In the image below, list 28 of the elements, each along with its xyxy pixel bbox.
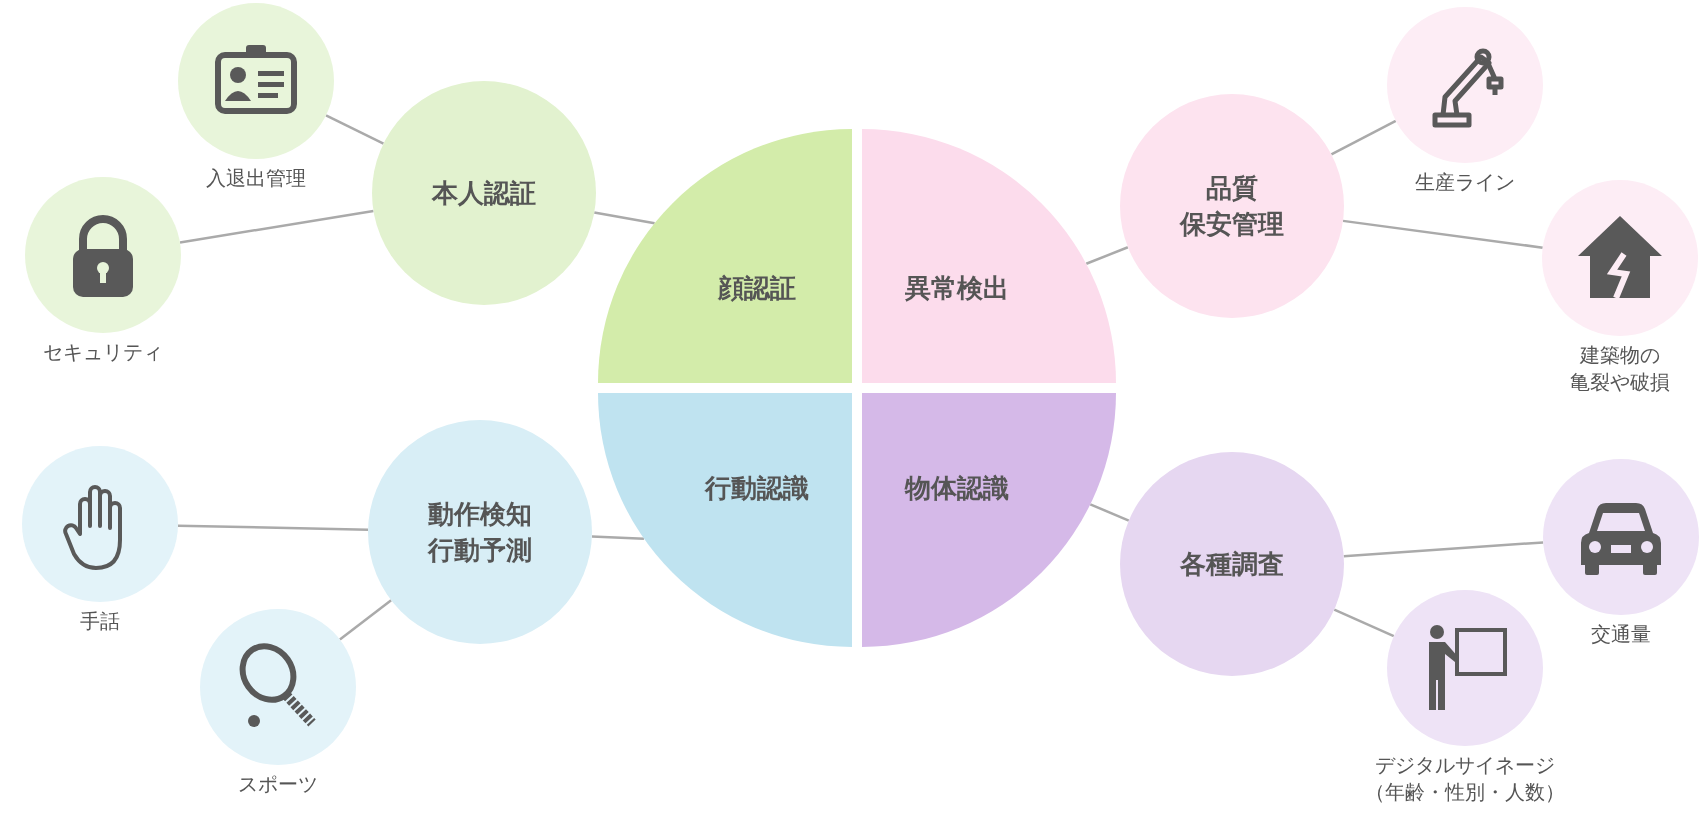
connector-line xyxy=(177,524,369,531)
application-label: 生産ライン xyxy=(1415,169,1515,196)
category-label: 動作検知行動予測 xyxy=(428,497,532,567)
connector-line xyxy=(1089,503,1130,522)
segment-label: 行動認識 xyxy=(705,471,809,505)
category-label: 品質保安管理 xyxy=(1180,171,1284,241)
segment-label: 物体認識 xyxy=(905,471,1009,505)
application-label: スポーツ xyxy=(238,771,318,798)
connector-line xyxy=(1330,119,1397,156)
connector-line xyxy=(1333,608,1395,638)
category-label: 各種調査 xyxy=(1180,547,1284,581)
application-label: 交通量 xyxy=(1591,621,1651,648)
connector-line xyxy=(179,209,374,244)
application-label: デジタルサイネージ（年齢・性別・人数） xyxy=(1365,752,1565,806)
application-label: セキュリティ xyxy=(43,339,163,366)
connector-line xyxy=(325,114,385,145)
application-label: 手話 xyxy=(80,608,120,635)
segment-label: 顔認証 xyxy=(718,271,796,305)
connector-line xyxy=(1343,541,1544,558)
application-label: 入退出管理 xyxy=(206,165,306,192)
connector-line xyxy=(594,211,655,225)
category-label: 本人認証 xyxy=(432,176,536,210)
segment-label: 異常検出 xyxy=(905,271,1009,305)
connector-line xyxy=(591,535,644,540)
application-label: 建築物の亀裂や破損 xyxy=(1570,342,1670,396)
connector-line xyxy=(1085,246,1129,265)
connector-line xyxy=(339,599,392,641)
connector-line xyxy=(1342,219,1543,249)
